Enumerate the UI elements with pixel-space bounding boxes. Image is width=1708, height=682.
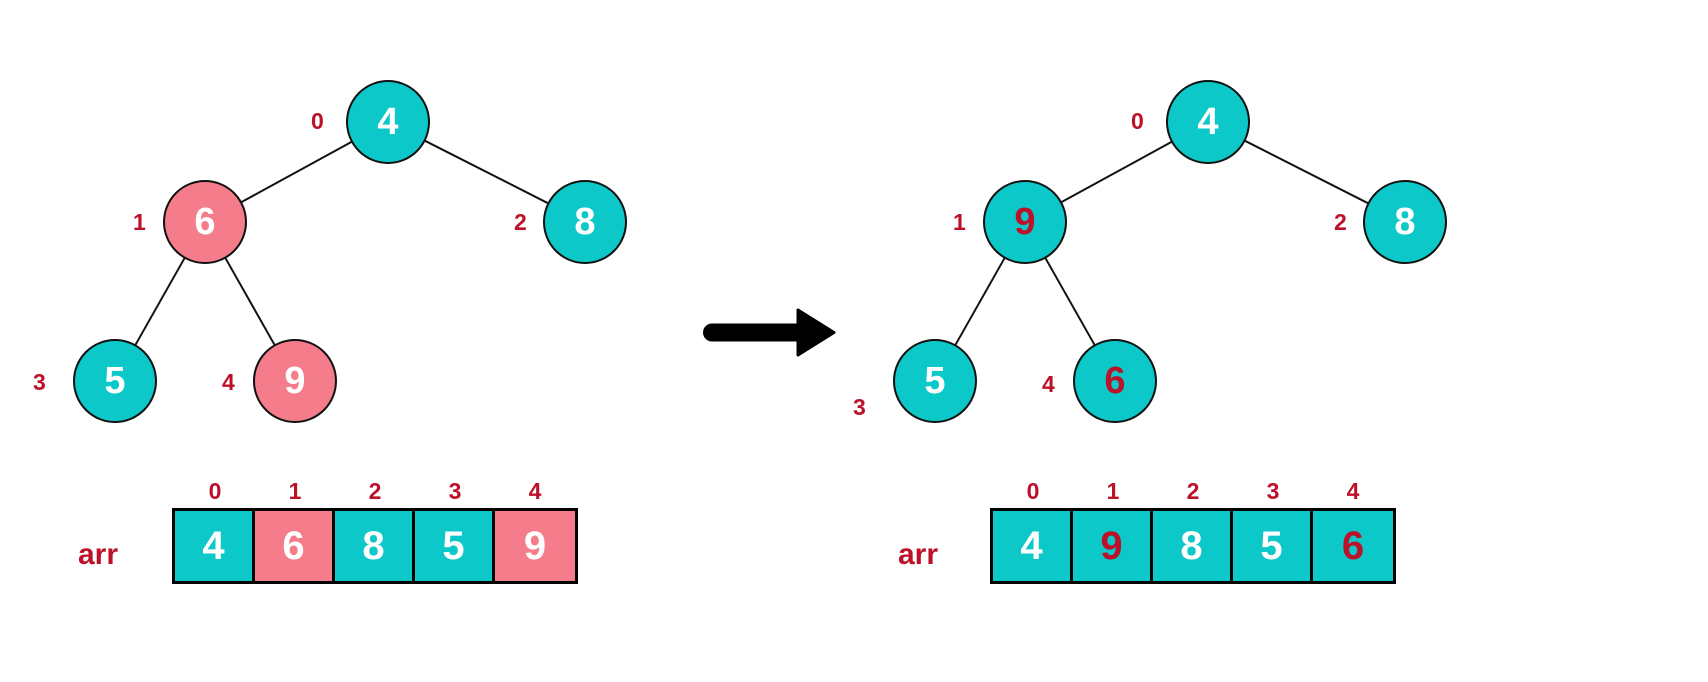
tree-edge	[240, 140, 353, 204]
tree-node-before-2[interactable]: 8	[543, 180, 627, 264]
double-right-arrow-icon	[703, 308, 836, 357]
tree-edge	[224, 257, 276, 346]
tree-node-before-4[interactable]: 9	[253, 339, 337, 423]
array-cell-before-0[interactable]: 4	[175, 511, 255, 581]
array-index-label-after-2: 2	[1186, 478, 1200, 504]
array-cell-after-2[interactable]: 8	[1153, 511, 1233, 581]
tree-node-index-label-after-4: 4	[1042, 371, 1055, 397]
tree-node-index-label-after-1: 1	[953, 209, 966, 235]
tree-edge	[424, 139, 549, 205]
tree-node-index-label-before-4: 4	[222, 369, 235, 395]
tree-node-after-4[interactable]: 6	[1073, 339, 1157, 423]
tree-node-index-label-before-0: 0	[311, 108, 324, 134]
array-index-label-before-0: 0	[208, 478, 222, 504]
tree-node-after-2[interactable]: 8	[1363, 180, 1447, 264]
tree-node-index-label-before-3: 3	[33, 369, 46, 395]
tree-node-index-label-before-2: 2	[514, 209, 527, 235]
array-cell-after-3[interactable]: 5	[1233, 511, 1313, 581]
tree-node-before-0[interactable]: 4	[346, 80, 430, 164]
tree-node-index-label-after-3: 3	[853, 394, 866, 420]
tree-node-before-1[interactable]: 6	[163, 180, 247, 264]
tree-node-index-label-before-1: 1	[133, 209, 146, 235]
array-index-label-before-1: 1	[288, 478, 302, 504]
array-cell-after-4[interactable]: 6	[1313, 511, 1393, 581]
tree-edge	[134, 257, 186, 346]
array-index-label-after-0: 0	[1026, 478, 1040, 504]
tree-edge	[1044, 257, 1096, 346]
array-name-label-after: arr	[898, 538, 939, 571]
array-cell-after-1[interactable]: 9	[1073, 511, 1153, 581]
array-name-label-before: arr	[78, 538, 119, 571]
tree-node-after-0[interactable]: 4	[1166, 80, 1250, 164]
tree-edges-after	[954, 139, 1369, 346]
tree-edge	[954, 257, 1006, 346]
tree-edge	[1244, 139, 1369, 205]
array-index-label-after-4: 4	[1346, 478, 1360, 504]
array-cell-before-2[interactable]: 8	[335, 511, 415, 581]
tree-node-after-1[interactable]: 9	[983, 180, 1067, 264]
tree-node-index-label-after-0: 0	[1131, 108, 1144, 134]
array-cell-before-3[interactable]: 5	[415, 511, 495, 581]
array-cell-before-4[interactable]: 9	[495, 511, 575, 581]
tree-edges-before	[134, 139, 549, 346]
array-index-label-after-3: 3	[1266, 478, 1280, 504]
array-cell-after-0[interactable]: 4	[993, 511, 1073, 581]
tree-node-after-3[interactable]: 5	[893, 339, 977, 423]
tree-node-index-label-after-2: 2	[1334, 209, 1347, 235]
array-cell-before-1[interactable]: 6	[255, 511, 335, 581]
tree-node-before-3[interactable]: 5	[73, 339, 157, 423]
array-index-label-before-2: 2	[368, 478, 382, 504]
array-index-label-before-4: 4	[528, 478, 542, 504]
tree-edge	[1060, 140, 1173, 204]
array-index-label-after-1: 1	[1106, 478, 1120, 504]
array-index-label-before-3: 3	[448, 478, 462, 504]
